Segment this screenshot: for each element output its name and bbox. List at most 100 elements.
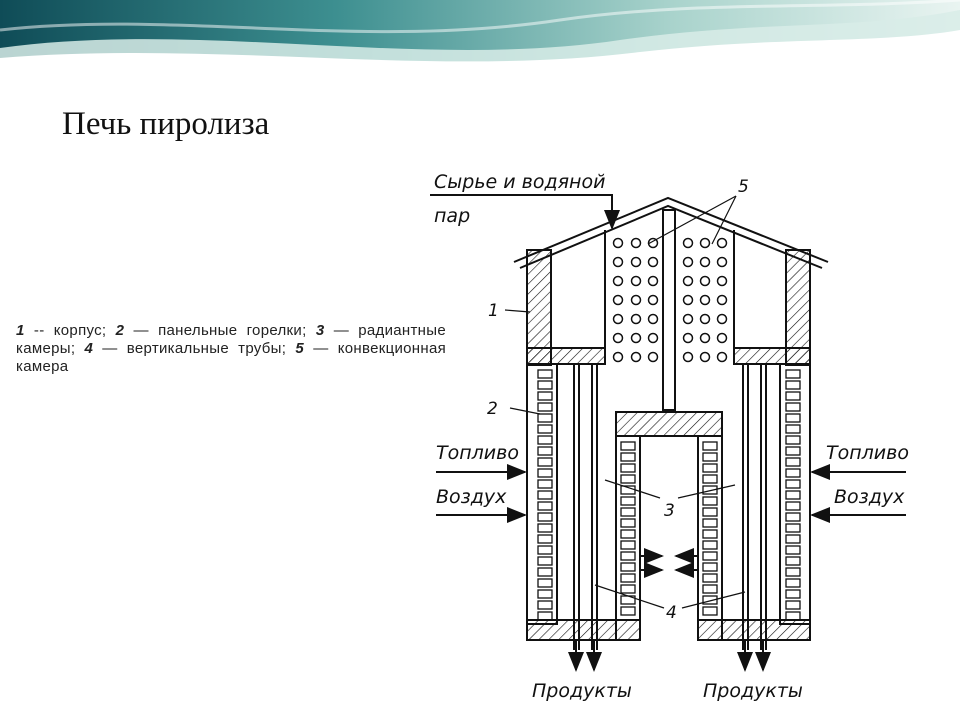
burner-brick <box>537 589 553 599</box>
convection-tube <box>612 313 624 325</box>
burner-brick <box>620 529 636 539</box>
burner-brick <box>537 457 553 467</box>
convection-tube <box>612 275 624 287</box>
burner-brick <box>537 545 553 555</box>
convection-tube <box>630 332 642 344</box>
air-right-label: Воздух <box>834 486 905 508</box>
burner-brick <box>702 540 718 550</box>
number-2: 2 <box>487 399 498 419</box>
burner-brick <box>620 463 636 473</box>
burner-brick <box>537 611 553 621</box>
burner-brick <box>785 600 801 610</box>
burner-brick <box>537 523 553 533</box>
convection-tube <box>699 256 711 268</box>
burner-brick <box>537 369 553 379</box>
slide-title: Печь пиролиза <box>62 106 270 142</box>
burner-brick <box>785 523 801 533</box>
convection-tube <box>682 256 694 268</box>
convection-tube <box>699 351 711 363</box>
convection-tube <box>647 313 659 325</box>
burner-brick <box>785 402 801 412</box>
burner-brick <box>537 435 553 445</box>
burner-brick <box>785 545 801 555</box>
convection-tube <box>647 256 659 268</box>
burner-brick <box>702 452 718 462</box>
burner-brick <box>702 507 718 517</box>
convection-tube <box>647 351 659 363</box>
burner-brick <box>620 573 636 583</box>
burner-brick <box>537 490 553 500</box>
burner-brick <box>702 584 718 594</box>
convection-tube <box>630 351 642 363</box>
burner-brick <box>537 391 553 401</box>
burner-brick <box>785 501 801 511</box>
convection-tube <box>612 332 624 344</box>
burner-brick <box>702 551 718 561</box>
burner-brick <box>785 446 801 456</box>
convection-tube <box>682 332 694 344</box>
number-3: 3 <box>664 501 675 521</box>
convection-tube <box>716 351 728 363</box>
burner-brick <box>620 452 636 462</box>
burner-brick <box>785 457 801 467</box>
convection-tube <box>682 313 694 325</box>
feed-pipe <box>430 194 620 230</box>
fuel-right-label: Топливо <box>826 442 909 464</box>
burner-brick <box>620 474 636 484</box>
burner-brick <box>785 369 801 379</box>
convection-tube <box>612 256 624 268</box>
burner-brick <box>785 589 801 599</box>
burner-brick <box>620 551 636 561</box>
burner-brick <box>537 512 553 522</box>
convection-tube <box>647 294 659 306</box>
burner-brick <box>785 490 801 500</box>
burner-brick <box>537 578 553 588</box>
burner-brick <box>785 391 801 401</box>
convection-tube <box>612 294 624 306</box>
burner-brick <box>785 435 801 445</box>
burner-brick <box>620 507 636 517</box>
burner-brick <box>785 556 801 566</box>
convection-tube <box>612 351 624 363</box>
casing-right-top <box>785 249 811 366</box>
convection-tube <box>699 275 711 287</box>
burner-brick <box>537 468 553 478</box>
burner-brick <box>785 567 801 577</box>
burner-brick <box>620 540 636 550</box>
convection-tube <box>716 237 728 249</box>
burner-brick <box>620 441 636 451</box>
burner-brick <box>702 573 718 583</box>
convection-tube <box>682 294 694 306</box>
burner-brick <box>785 468 801 478</box>
burner-brick <box>702 441 718 451</box>
top-banner <box>0 0 960 70</box>
convection-tube <box>630 275 642 287</box>
burner-brick <box>702 595 718 605</box>
burner-brick <box>537 556 553 566</box>
burner-brick <box>537 501 553 511</box>
convection-tube <box>682 237 694 249</box>
convection-tube <box>699 313 711 325</box>
burner-brick <box>785 380 801 390</box>
burner-brick <box>785 479 801 489</box>
products-right-label: Продукты <box>703 680 803 702</box>
burner-brick <box>537 446 553 456</box>
convection-tube <box>716 313 728 325</box>
number-1: 1 <box>488 301 499 321</box>
burner-brick <box>537 534 553 544</box>
burner-brick <box>620 606 636 616</box>
convection-tube <box>716 275 728 287</box>
burner-brick <box>785 512 801 522</box>
burner-brick <box>620 496 636 506</box>
burner-brick <box>785 578 801 588</box>
convection-tube <box>682 351 694 363</box>
convection-tube <box>682 275 694 287</box>
burner-brick <box>537 402 553 412</box>
burner-brick <box>702 463 718 473</box>
burner-brick <box>537 424 553 434</box>
burner-brick <box>702 485 718 495</box>
convection-tube <box>630 313 642 325</box>
convection-tube <box>716 294 728 306</box>
central-block <box>615 411 723 437</box>
convection-tube <box>699 237 711 249</box>
